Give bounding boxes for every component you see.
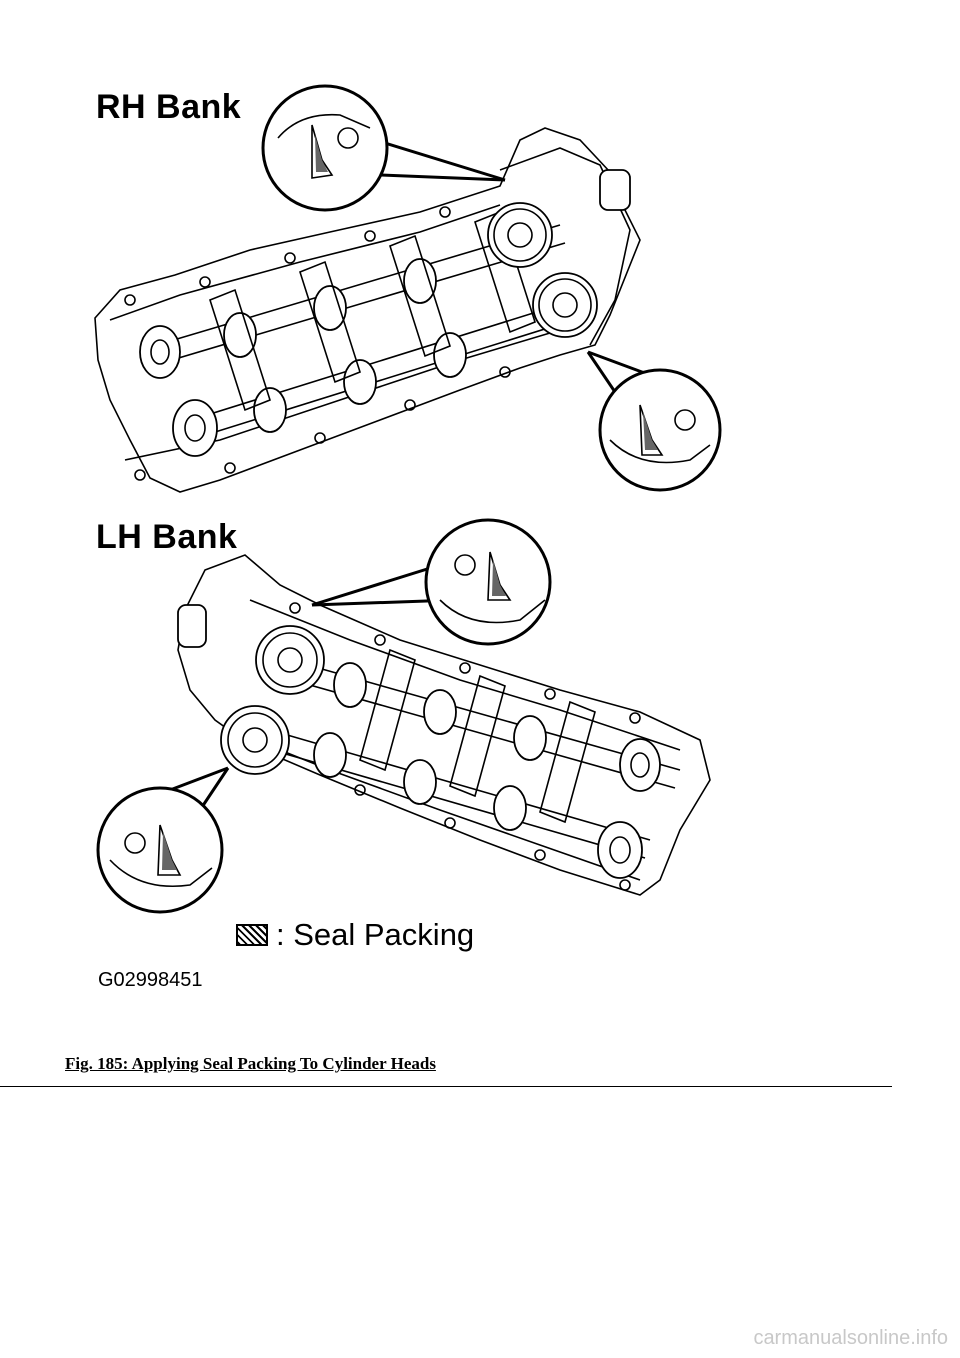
- lh-bank-label: LH Bank: [96, 518, 238, 556]
- cylinder-head-illustration: [94, 84, 722, 914]
- hatch-swatch-icon: [236, 924, 268, 946]
- seal-packing-legend: : Seal Packing: [236, 917, 474, 953]
- figure-code: G02998451: [98, 969, 203, 991]
- rh-bank-label: RH Bank: [96, 88, 242, 126]
- legend-label: : Seal Packing: [276, 917, 475, 952]
- rh-bank-drawing: [94, 84, 722, 493]
- lh-bank-drawing: [96, 518, 711, 914]
- horizontal-divider: [0, 1086, 892, 1087]
- figure-caption-link[interactable]: Fig. 185: Applying Seal Packing To Cylin…: [65, 1054, 436, 1073]
- figure-area: RH Bank LH Bank : Seal Packing G02998451: [94, 84, 722, 991]
- watermark: carmanualsonline.info: [753, 1327, 948, 1349]
